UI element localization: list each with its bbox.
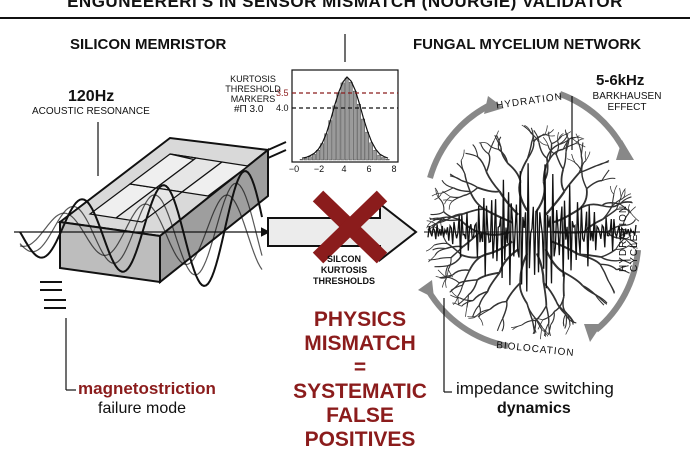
kurtosis-value-note: #Π 3.0 (234, 104, 263, 115)
histogram-bar (312, 154, 315, 160)
barkhausen-label: BARKHAUSEN EFFECT (584, 91, 670, 113)
histogram-bar (386, 159, 389, 160)
histogram-tick-label: 6 (366, 164, 371, 174)
failure-term: magnetostriction (78, 379, 216, 399)
impedance-label: impedance switching (456, 379, 614, 399)
histogram-bar (374, 150, 377, 160)
histogram-bar (337, 93, 340, 160)
acoustic-frequency-label: ACOUSTIC RESONANCE (32, 106, 150, 117)
failure-label: failure mode (98, 400, 186, 418)
histogram-tick-label: −2 (314, 164, 324, 174)
histogram-tick-label: 8 (391, 164, 396, 174)
acoustic-frequency: 120Hz (68, 88, 114, 106)
histogram-bar (316, 150, 319, 160)
cross-caption: SILCON KURTOSIS THRESHOLDS (286, 254, 402, 287)
left-heading: SILICON MEMRISTOR (70, 36, 226, 53)
kurtosis-markers-label: KURTOSIS THRESHOLD MARKERS (222, 74, 284, 104)
barkhausen-frequency: 5-6kHz (596, 72, 644, 89)
histogram-bar (382, 158, 385, 161)
dynamics-label: dynamics (497, 400, 571, 418)
histogram-bar (304, 158, 307, 160)
threshold-black-label: 4.0 (276, 103, 289, 113)
right-heading: FUNGAL MYCELIUM NETWORK (413, 36, 641, 53)
histogram-bar (345, 78, 348, 160)
histogram-bar (353, 91, 356, 160)
hydration-cycle-label: HYDRATION CYCLE (618, 200, 640, 272)
histogram-bar (378, 155, 381, 160)
histogram-bar (300, 159, 303, 160)
mismatch-statement: PHYSICS MISMATCH = SYSTEMATIC FALSE POSI… (268, 308, 452, 452)
histogram-bar (361, 119, 364, 160)
histogram-bar (333, 106, 336, 160)
histogram-bar (357, 104, 360, 160)
histogram-tick-label: 4 (341, 164, 346, 174)
histogram-bar (341, 83, 344, 160)
histogram-tick-label: −0 (289, 164, 299, 174)
histogram-bar (308, 157, 311, 160)
title-rule (0, 17, 690, 19)
histogram-bar (349, 82, 352, 160)
histogram-bar (366, 132, 369, 160)
histogram-bar (370, 143, 373, 160)
page-title: ENGUNEERERI'S IN SENSOR MISMATCH (NOURGI… (0, 0, 690, 12)
